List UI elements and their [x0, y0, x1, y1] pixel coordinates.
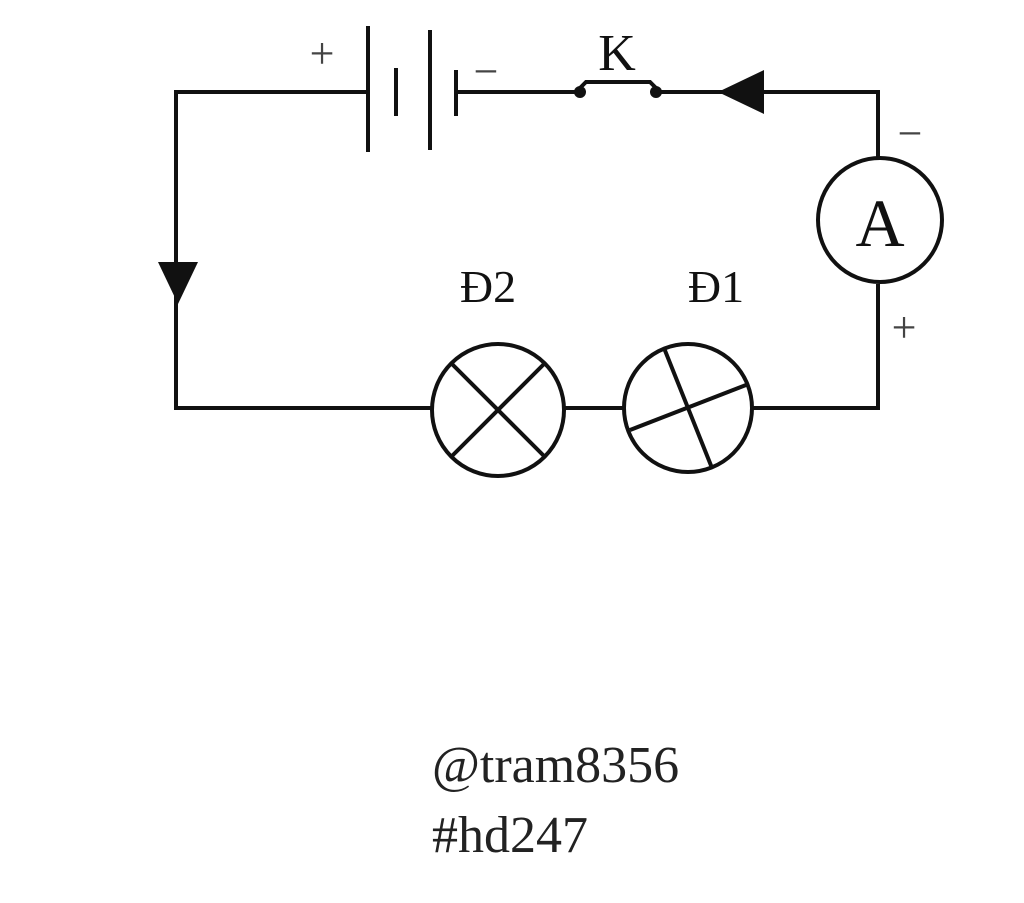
- switch-contact-left: [574, 86, 586, 98]
- lamp-d2: [430, 342, 566, 478]
- battery-plus-sign: +: [310, 29, 335, 78]
- arrow-down-icon: [158, 262, 198, 304]
- ammeter-circle: [816, 156, 944, 284]
- lamp-d1-label: Đ1: [688, 261, 744, 312]
- ammeter: A: [816, 156, 944, 284]
- ammeter-minus-sign: −: [898, 109, 923, 158]
- ammeter-plus-sign: +: [892, 303, 917, 352]
- ammeter-label: A: [855, 185, 904, 261]
- lamp-d2-cross-2: [449, 361, 547, 459]
- battery: [366, 26, 458, 152]
- lamp-d1-cross-2: [629, 383, 747, 432]
- switch-k: [574, 80, 662, 98]
- watermark-hashtag: #hd247: [432, 807, 588, 864]
- switch-contact-right: [650, 86, 662, 98]
- lamp-d2-label: Đ2: [460, 261, 516, 312]
- lamp-d2-circle: [430, 342, 566, 478]
- switch-label: K: [598, 25, 636, 82]
- switch-lever: [578, 80, 658, 90]
- lamp-d1-circle: [622, 342, 754, 474]
- watermark-username: @tram8356: [432, 737, 680, 794]
- lamp-d1: [622, 342, 754, 474]
- arrow-left-icon: [718, 70, 764, 114]
- battery-minus-sign: −: [474, 47, 499, 96]
